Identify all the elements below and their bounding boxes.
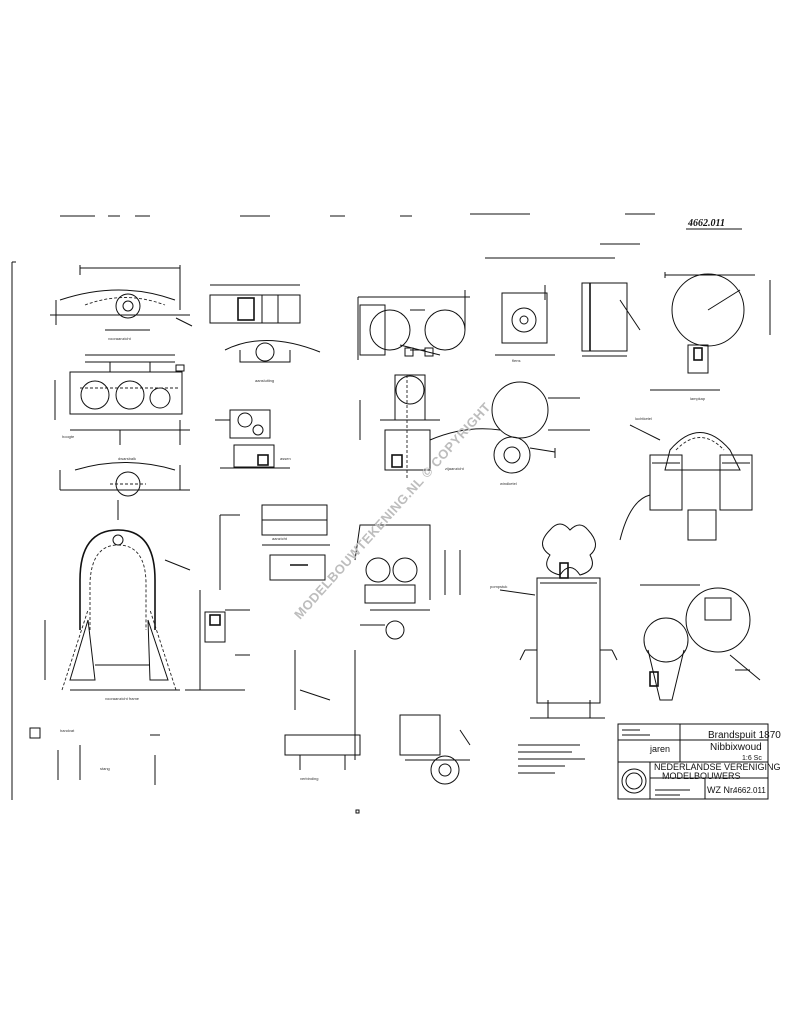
svg-text:assen: assen — [280, 456, 291, 461]
svg-text:luchtketel: luchtketel — [635, 416, 652, 421]
title-block: jaren Brandspuit 1870 Nibbixwoud 1:6 Sc … — [617, 723, 781, 800]
svg-text:aansluiting: aansluiting — [255, 378, 274, 383]
svg-text:flens: flens — [512, 358, 520, 363]
svg-text:pompstuk: pompstuk — [490, 584, 507, 589]
handwritten-drawing-number: 4662.011 — [687, 218, 725, 229]
detail-lamp-top: lampkap — [650, 272, 771, 401]
drawing-scale: 1:6 Sc — [742, 755, 762, 762]
detail-curved-bar: dwarsbalk — [59, 456, 190, 497]
organization-name-line2: MODELBOUWERS — [662, 771, 741, 781]
detail-bell-with-cylinders: luchtketel — [619, 416, 753, 541]
detail-pipe-joints: verbinding — [284, 650, 361, 781]
detail-lamp-pair — [640, 584, 761, 701]
drawing-number-label: WZ Nr. — [707, 785, 735, 795]
svg-text:vooraanzicht frame: vooraanzicht frame — [105, 696, 140, 701]
svg-text:hoogte: hoogte — [62, 434, 75, 439]
svg-text:verbinding: verbinding — [300, 776, 318, 781]
detail-lever-bracket — [185, 514, 250, 691]
detail-wheel-hub — [399, 714, 471, 785]
detail-flange: flens — [495, 285, 555, 363]
detail-gear-assembly: assen — [215, 409, 291, 469]
svg-text:handvat: handvat — [60, 728, 75, 733]
svg-text:aanzicht: aanzicht — [272, 536, 288, 541]
association-seal-icon — [621, 768, 647, 794]
detail-air-vessel: windketel — [491, 381, 590, 486]
copyright-watermark: MODELBOUWTEKENING.NL © COPYRIGHT — [291, 399, 494, 622]
detail-cylinder-side-section: zijaanzicht — [359, 374, 501, 480]
notes-block — [518, 744, 585, 774]
detail-top-view-arms: vooraanzicht — [50, 265, 193, 341]
detail-bracket-box — [581, 282, 641, 357]
svg-text:lampkap: lampkap — [690, 396, 706, 401]
detail-valve-box-top: aansluiting — [209, 284, 321, 383]
organization-name-line1: NEDERLANDSE VERENIGING — [654, 762, 781, 772]
svg-text:vooraanzicht: vooraanzicht — [108, 336, 132, 341]
author-label: jaren — [649, 744, 670, 754]
svg-text:zijaanzicht: zijaanzicht — [445, 466, 465, 471]
detail-crank-assembly — [354, 524, 461, 640]
drawing-title: Brandspuit 1870 — [708, 730, 781, 741]
top-border-marks — [11, 213, 655, 800]
detail-pump-body-elevation: pompstuk — [490, 523, 618, 719]
detail-hub-elevation — [357, 290, 470, 360]
svg-text:windketel: windketel — [500, 481, 517, 486]
drawing-location: Nibbixwoud — [710, 742, 762, 753]
svg-text:stang: stang — [100, 766, 110, 771]
svg-text:dwarsbalk: dwarsbalk — [118, 456, 136, 461]
detail-small-parts-lower-left: handvat stang — [29, 727, 160, 785]
drawing-number: 4662.011 — [733, 786, 766, 795]
detail-pump-cylinders-front: hoogte — [54, 354, 190, 445]
detail-arch-frame: vooraanzicht frame — [44, 500, 191, 701]
detail-stacked-plates: aanzicht — [261, 504, 330, 581]
